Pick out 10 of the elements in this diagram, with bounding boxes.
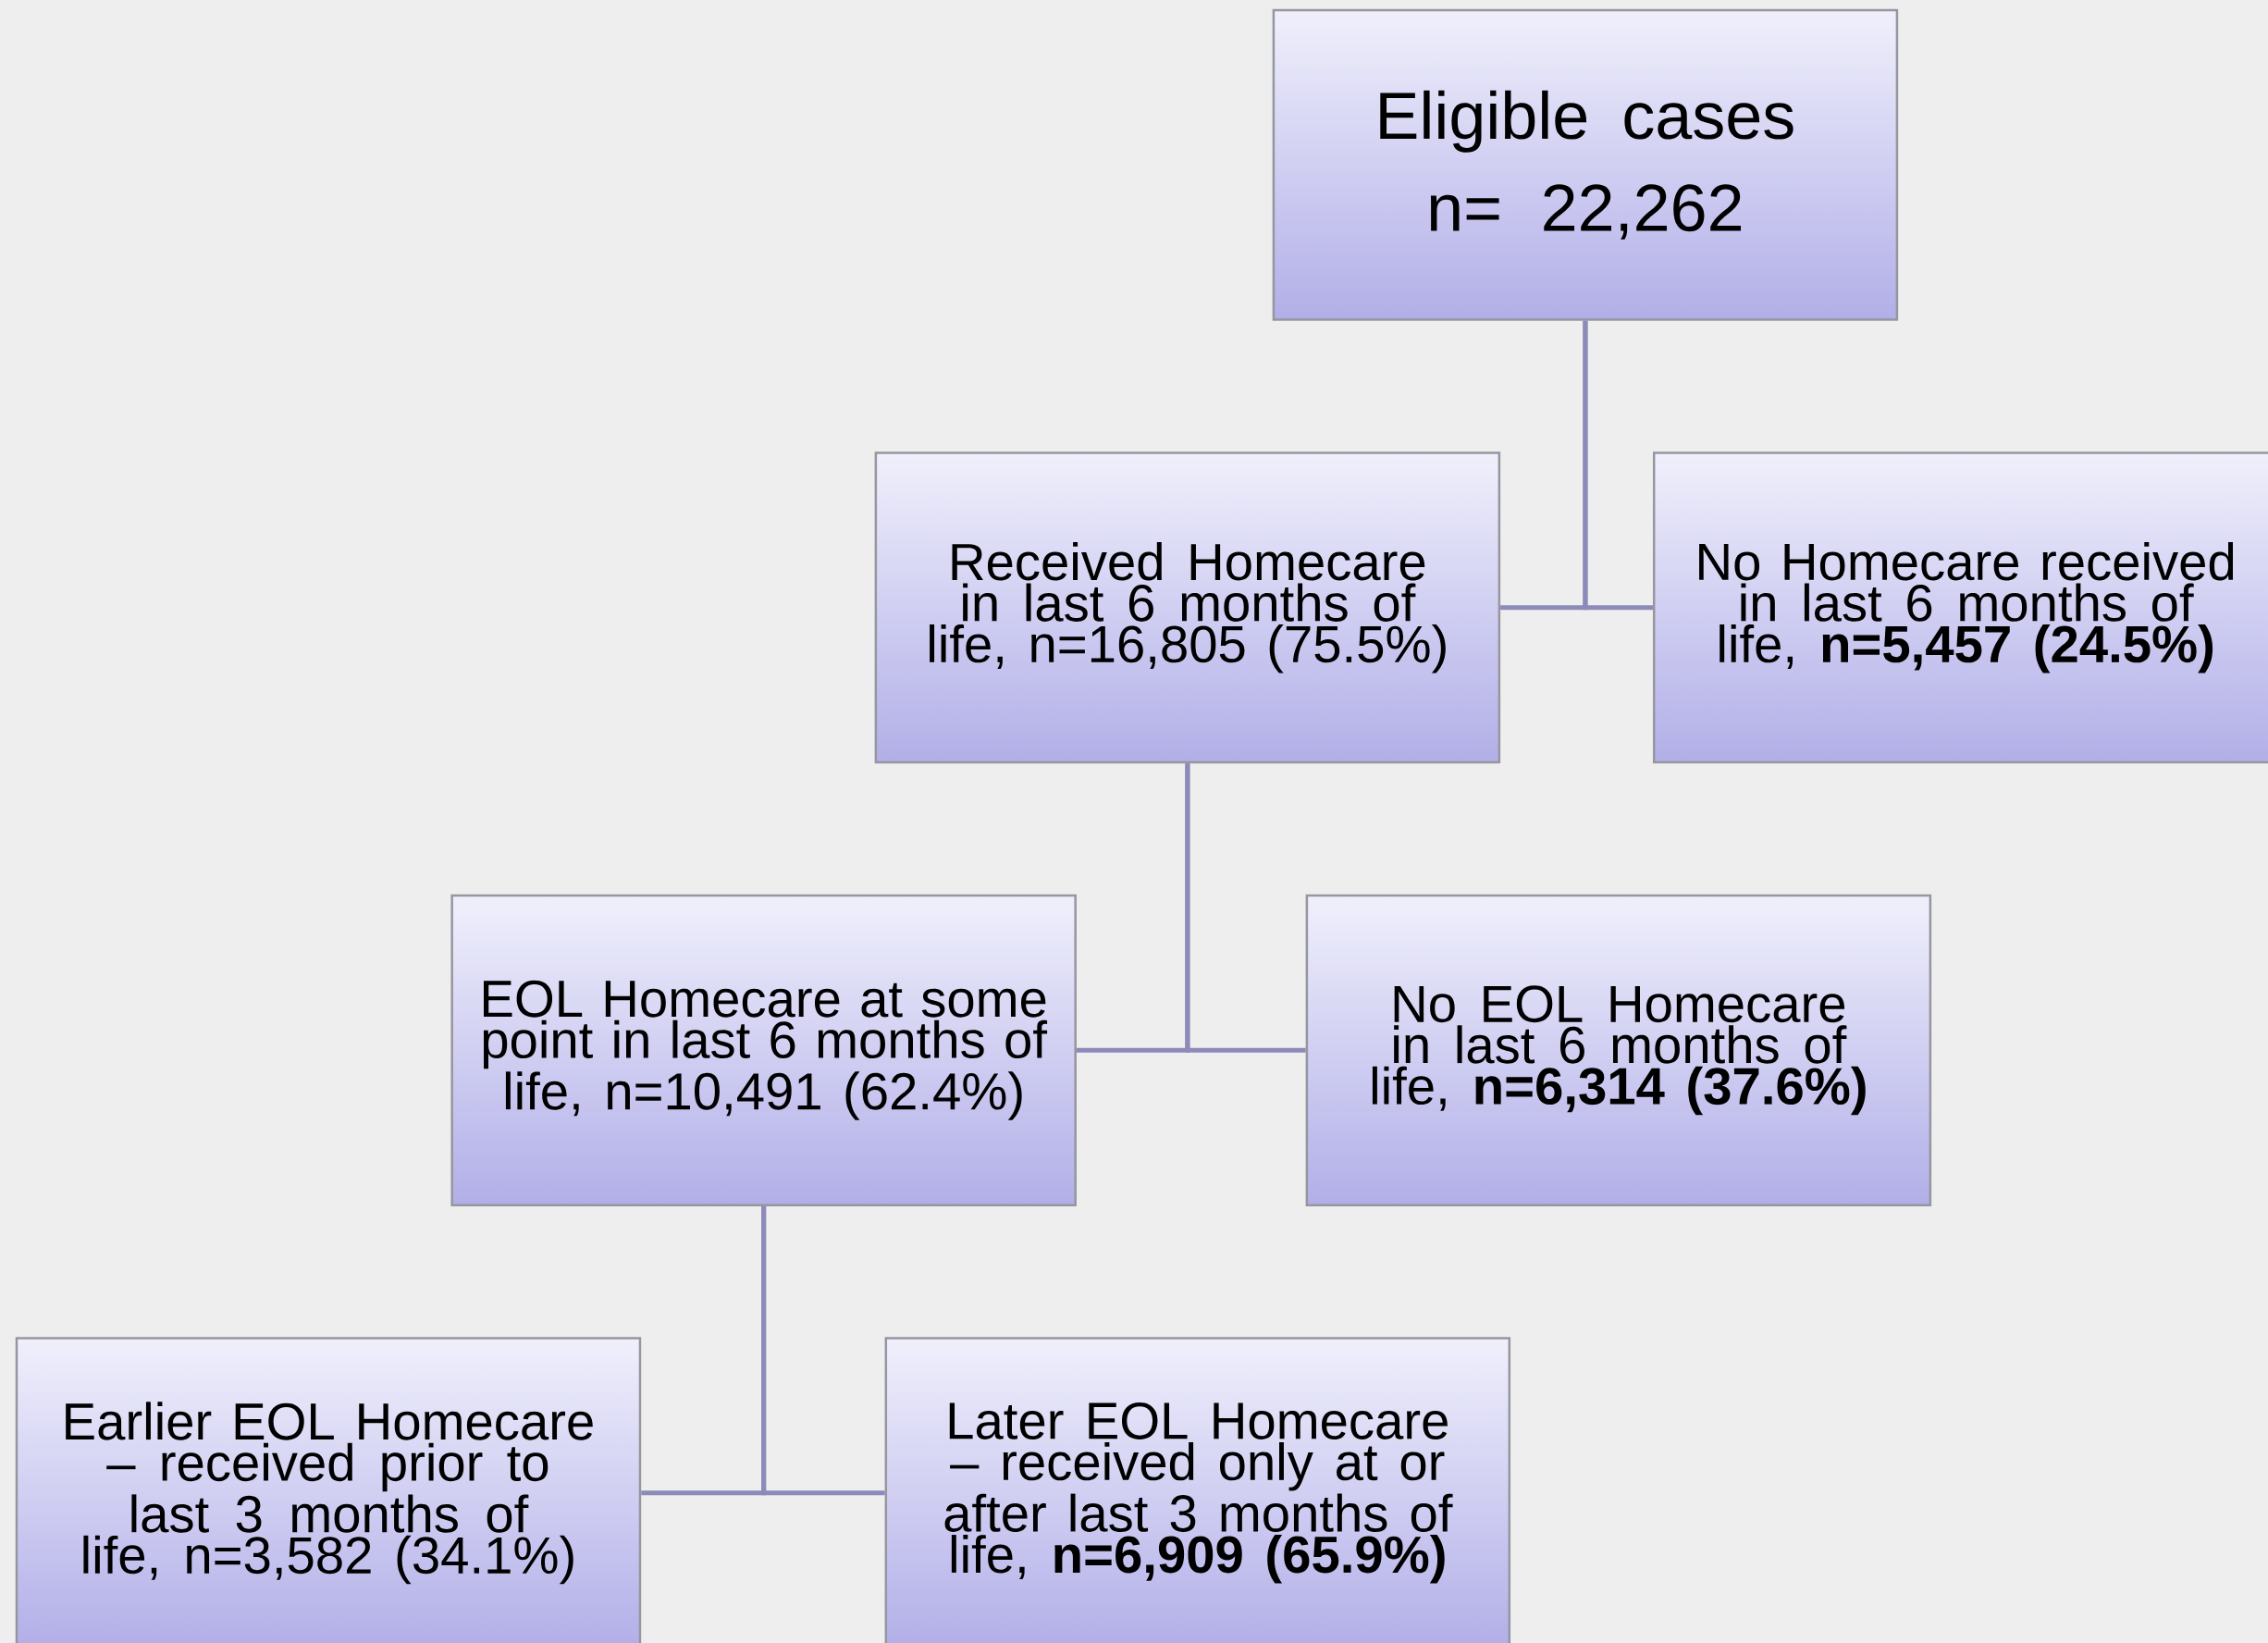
connector-line bbox=[1583, 320, 1653, 611]
flow-box: Later EOL Homecare – received only at or after last 3 months of life, n=6,909 (65.9%) bbox=[884, 1337, 1511, 1643]
flow-box: Received Homecare in last 6 months of life, n=16,805 (75.5%) bbox=[874, 451, 1501, 764]
connector-line bbox=[1185, 763, 1306, 1053]
connector-line bbox=[761, 1205, 885, 1496]
flow-box: Eligible cases n= 22,262 bbox=[1272, 8, 1899, 321]
flow-box: No Homecare received in last 6 months of life, n=5,457 (24.5%) bbox=[1652, 451, 2268, 764]
flow-box: Earlier EOL Homecare – received prior to last 3 months of life, n=3,582 (34.1%) bbox=[15, 1337, 642, 1643]
flow-box: No EOL Homecare in last 6 months of life, n=6,314 (37.6%) bbox=[1305, 894, 1932, 1206]
flow-box: EOL Homecare at some point in last 6 months of life, n=10,491 (62.4%) bbox=[450, 894, 1077, 1206]
